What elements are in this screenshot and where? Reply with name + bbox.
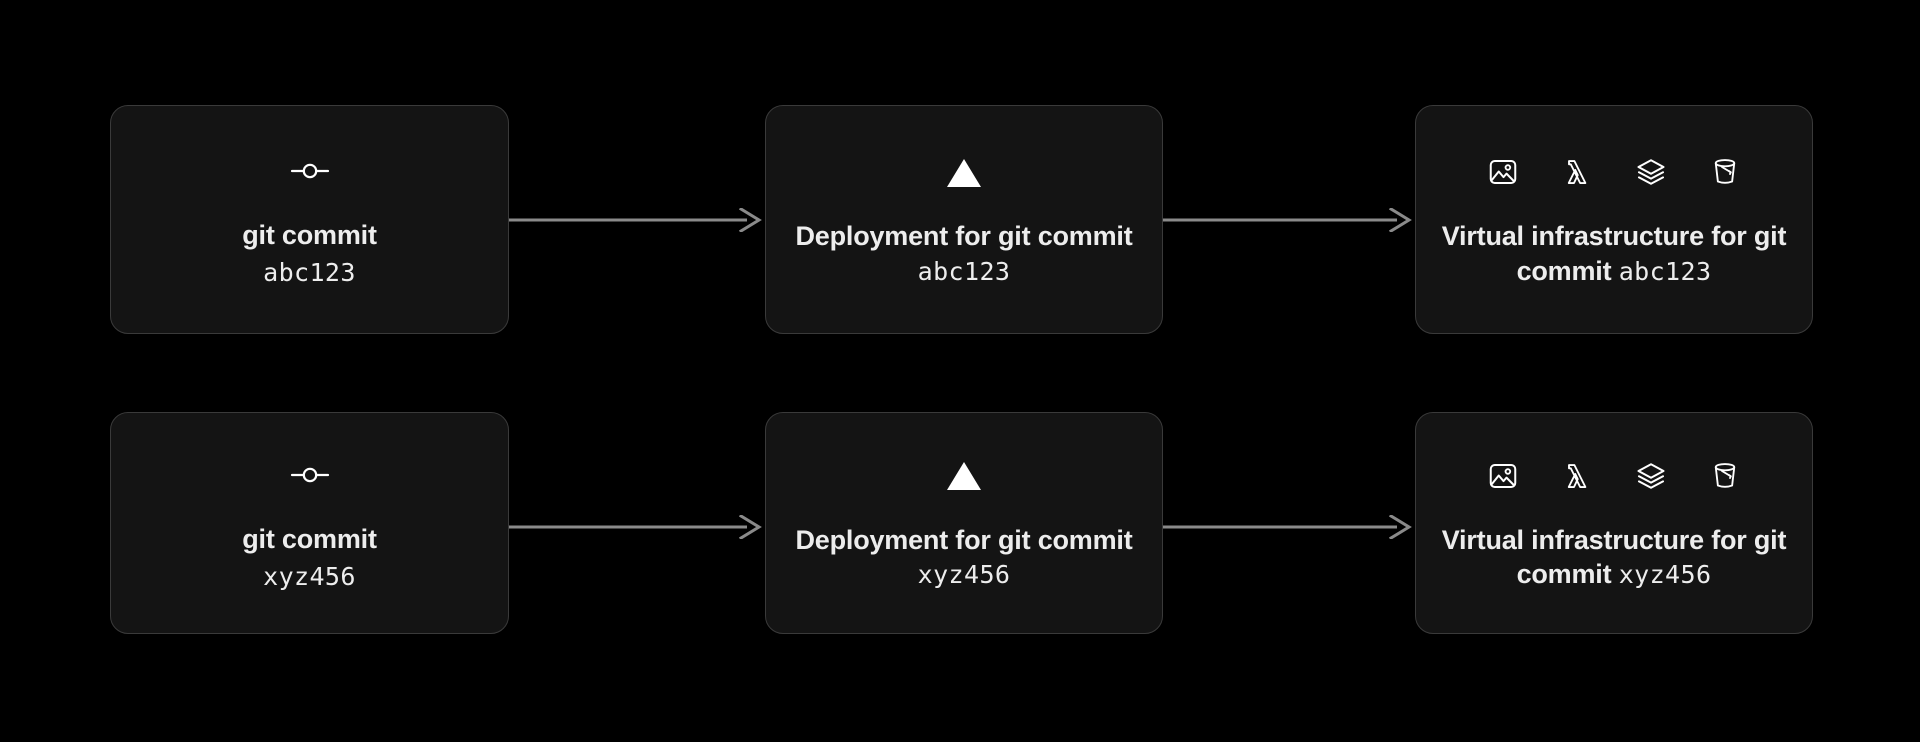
card-virtual-infrastructure[interactable]: Virtual infrastructure for git commit xy… [1415, 412, 1813, 634]
card-git-commit[interactable]: git commit xyz456 [110, 412, 509, 634]
vercel-triangle-icon [946, 157, 982, 188]
card-label-hash: abc123 [917, 256, 1011, 286]
card-icon-group [1488, 455, 1740, 497]
card-label-hash: xyz456 [263, 561, 356, 591]
aws-lambda-icon [1562, 461, 1592, 491]
s3-bucket-icon [1710, 157, 1740, 187]
card-label-bold: Virtual infrastructure for git commit [1441, 524, 1787, 589]
card-deployment[interactable]: Deployment for git commit abc123 [765, 105, 1163, 334]
card-virtual-infrastructure[interactable]: Virtual infrastructure for git commit ab… [1415, 105, 1813, 334]
card-label-bold: git commit [242, 523, 377, 554]
git-commit-icon [290, 159, 330, 183]
image-icon [1488, 461, 1518, 491]
card-label-bold: Deployment for git commit [795, 524, 1133, 555]
card-icon-group [1488, 151, 1740, 193]
card-label-hash: abc123 [263, 258, 356, 288]
card-label-hash: xyz456 [917, 560, 1011, 589]
card-git-commit[interactable]: git commit abc123 [110, 105, 509, 334]
git-commit-icon [290, 463, 330, 487]
card-label-bold: Deployment for git commit [795, 221, 1133, 252]
card-label: Deployment for git commit abc123 [788, 219, 1140, 287]
image-icon [1488, 157, 1518, 187]
card-label: git commit xyz456 [242, 522, 377, 593]
arrow-deployment-to-infrastructure [1163, 208, 1415, 232]
pipeline-row-abc123: git commit abc123 Deployment for git co [0, 105, 1920, 335]
card-icon-group [946, 455, 982, 497]
layers-icon [1636, 157, 1666, 187]
card-label: git commit abc123 [242, 218, 377, 289]
card-icon-group [290, 454, 330, 496]
card-label-hash: xyz456 [1618, 560, 1712, 589]
card-label: Virtual infrastructure for git commit xy… [1438, 523, 1790, 591]
card-label-bold: Virtual infrastructure for git commit [1441, 221, 1787, 286]
card-label: Virtual infrastructure for git commit ab… [1438, 219, 1790, 287]
arrow-deployment-to-infrastructure [1163, 515, 1415, 539]
s3-bucket-icon [1710, 461, 1740, 491]
card-label-hash: abc123 [1618, 256, 1712, 286]
card-label-bold: git commit [242, 220, 377, 251]
card-deployment[interactable]: Deployment for git commit xyz456 [765, 412, 1163, 634]
aws-lambda-icon [1562, 157, 1592, 187]
layers-icon [1636, 461, 1666, 491]
card-icon-group [290, 150, 330, 192]
card-label: Deployment for git commit xyz456 [788, 523, 1140, 591]
pipeline-row-xyz456: git commit xyz456 Deployment for git co [0, 404, 1920, 634]
vercel-triangle-icon [946, 460, 982, 491]
arrow-git-commit-to-deployment [509, 208, 765, 232]
card-icon-group [946, 151, 982, 193]
arrow-git-commit-to-deployment [509, 515, 765, 539]
